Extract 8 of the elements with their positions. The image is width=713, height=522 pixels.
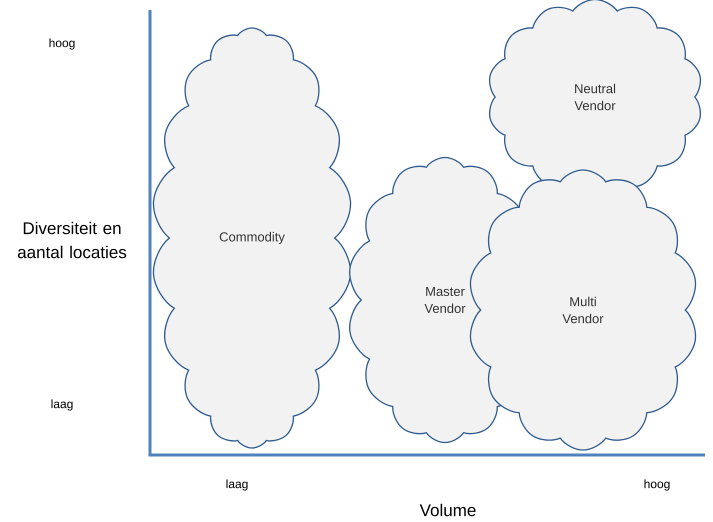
- node-label: Multi Vendor: [562, 296, 604, 324]
- axis-label: Diversiteit en aantal locaties: [18, 222, 126, 258]
- axis-label: laag: [226, 479, 248, 491]
- axis-label: laag: [51, 399, 73, 411]
- node-label: Neutral Vendor: [574, 84, 616, 110]
- axis-label: hoog: [50, 38, 75, 50]
- axis-label: Volume: [420, 504, 476, 516]
- axis-label: hoog: [644, 479, 670, 491]
